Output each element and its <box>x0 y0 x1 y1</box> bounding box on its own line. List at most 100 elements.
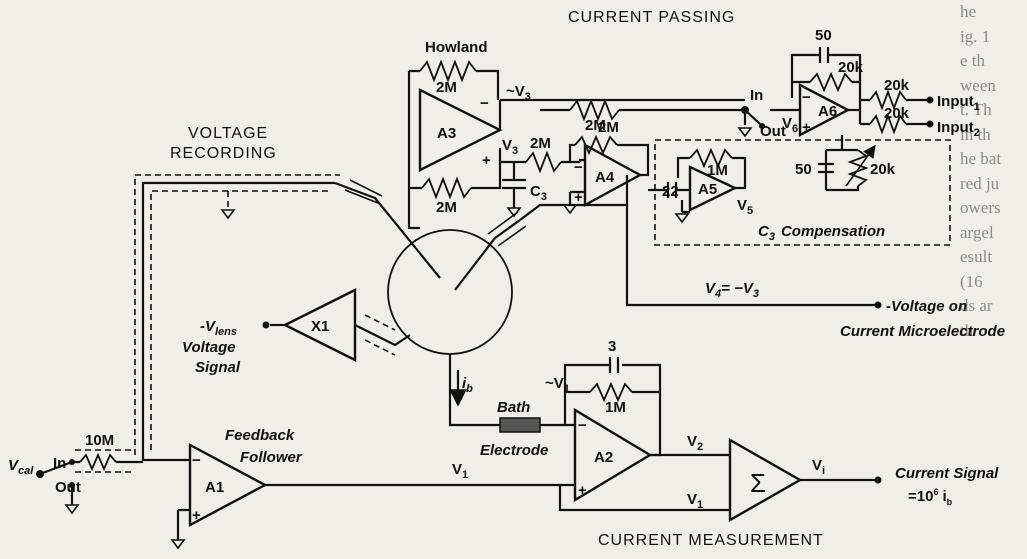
a4-input <box>578 158 585 162</box>
background-line: he bat <box>960 149 1002 168</box>
background-line: e th <box>960 51 986 70</box>
a2-minus: − <box>578 417 587 434</box>
cap-3-value: 3 <box>608 338 616 355</box>
amplifier-a2 <box>573 407 653 503</box>
amplifier-a5 <box>688 165 738 212</box>
background-line: ween <box>960 75 996 95</box>
input1-label: Input1 <box>937 93 980 113</box>
ground-shield-icon <box>220 209 236 220</box>
background-line: he <box>960 2 977 21</box>
a2-plus: + <box>578 482 587 499</box>
resistor-2m-value: 2M <box>585 117 606 134</box>
node-out <box>759 123 765 129</box>
a4-feedback-value: 2M <box>598 119 619 136</box>
background-page-text: he ig. 1 e th ween t. Th in th he bat re… <box>960 0 1027 559</box>
switch-in-out[interactable] <box>744 109 761 125</box>
v1-sum-label: V1 <box>687 491 703 511</box>
resistor-20k-a6-value: 20k <box>838 59 864 76</box>
v-cal-label: Vcal <box>8 457 34 477</box>
summing-amplifier <box>728 437 803 523</box>
a6-label: A6 <box>818 103 837 120</box>
voltage-microelectrode <box>334 181 441 279</box>
resistor-2m-a3-out <box>569 98 620 122</box>
x1-label: X1 <box>311 318 329 335</box>
feedback-label-1: Feedback <box>225 427 295 444</box>
amplifier-a4 <box>583 142 643 208</box>
a1-label: A1 <box>205 479 224 496</box>
resistor-2m-lower-value: 2M <box>436 199 457 216</box>
voltage-signal-label-1: Voltage <box>182 339 236 356</box>
capacitor-50-top <box>818 47 830 63</box>
input2-terminal[interactable] <box>926 120 934 128</box>
voltage-recording-title-1: VOLTAGE <box>188 125 268 142</box>
out-label: Out <box>760 123 786 140</box>
v1-label: V1 <box>452 461 468 481</box>
a1-minus-wire <box>141 455 190 462</box>
feedback-label-2: Follower <box>240 449 303 466</box>
background-line: (16 <box>960 271 983 291</box>
cal-switch[interactable] <box>39 460 73 476</box>
vi-label: Vi <box>812 457 825 477</box>
resistor-1m-a2 <box>589 381 633 403</box>
a5-feedback-wire <box>676 156 747 190</box>
resistor-a4-feedback <box>574 134 618 156</box>
a6-minus: − <box>802 89 811 106</box>
resistor-1m-a5-value: 1M <box>707 162 728 179</box>
current-electrode-shield <box>487 211 527 247</box>
cal-out-label: Out <box>55 479 81 496</box>
a1-plus: + <box>192 507 201 524</box>
input1-terminal[interactable] <box>926 96 934 104</box>
current-signal-terminal[interactable] <box>874 476 882 484</box>
voltage-on-label-2: Current Microelectrode <box>840 323 1005 340</box>
in-label: In <box>750 87 763 104</box>
howland-label: Howland <box>425 39 488 56</box>
current-signal-label: Current Signal <box>895 465 999 482</box>
voltage-cable <box>141 181 335 455</box>
amplifier-a6 <box>798 83 851 137</box>
input2-label: Input2 <box>937 119 980 139</box>
a6-cap-wire <box>790 53 862 110</box>
v-cal-terminal[interactable] <box>36 470 44 478</box>
ground-a5-icon <box>674 213 690 224</box>
background-line: argel <box>960 222 994 242</box>
ib-label: ib <box>462 375 473 395</box>
v4-equation: V4= −V3 <box>705 280 759 300</box>
cap-22-value: 22 <box>662 183 679 200</box>
ground-a1-icon <box>170 539 186 550</box>
bath-label-1: Bath <box>497 399 530 416</box>
v-lens-terminal[interactable] <box>262 321 270 329</box>
a4-feedback-wire <box>568 143 650 177</box>
a5-plus-wire <box>680 200 690 214</box>
howland-resistor-value: 2M <box>436 79 457 96</box>
background-line: ds ar <box>960 296 993 315</box>
background-line: ig. 1 <box>960 26 991 46</box>
a5-label: A5 <box>698 181 717 198</box>
background-line: owers <box>960 198 1001 217</box>
amplifier-a1 <box>188 443 268 527</box>
voltage-on-terminal[interactable] <box>874 301 882 309</box>
cell-circle <box>387 229 513 355</box>
v4-output-wire <box>625 175 875 307</box>
background-line: t. Th <box>960 100 992 119</box>
resistor-20k-variable-value: 20k <box>870 161 896 178</box>
v-lens-label: -Vlens <box>200 318 237 338</box>
resistor-20k-variable <box>847 149 869 187</box>
ground-cal-icon <box>64 504 80 515</box>
resistor-2m-v3-value: 2M <box>530 135 551 152</box>
approx-v3-label: ~V3 <box>506 83 531 103</box>
resistor-10m <box>79 452 117 472</box>
background-line: in th <box>960 124 991 144</box>
a2-label: A2 <box>594 449 613 466</box>
background-line: esult <box>960 247 993 266</box>
a1-minus: − <box>192 452 201 469</box>
a3-minus: − <box>480 95 489 112</box>
current-electrode-lead <box>519 203 627 221</box>
compensation-rc-wire <box>826 148 860 192</box>
background-line: red ju <box>960 173 1000 193</box>
bath-electrode-icon <box>499 417 541 433</box>
a1-plus-ground <box>176 508 190 540</box>
resistor-20k-input1-value: 20k <box>884 77 910 94</box>
resistor-20k-input2-value: 20k <box>884 105 910 122</box>
